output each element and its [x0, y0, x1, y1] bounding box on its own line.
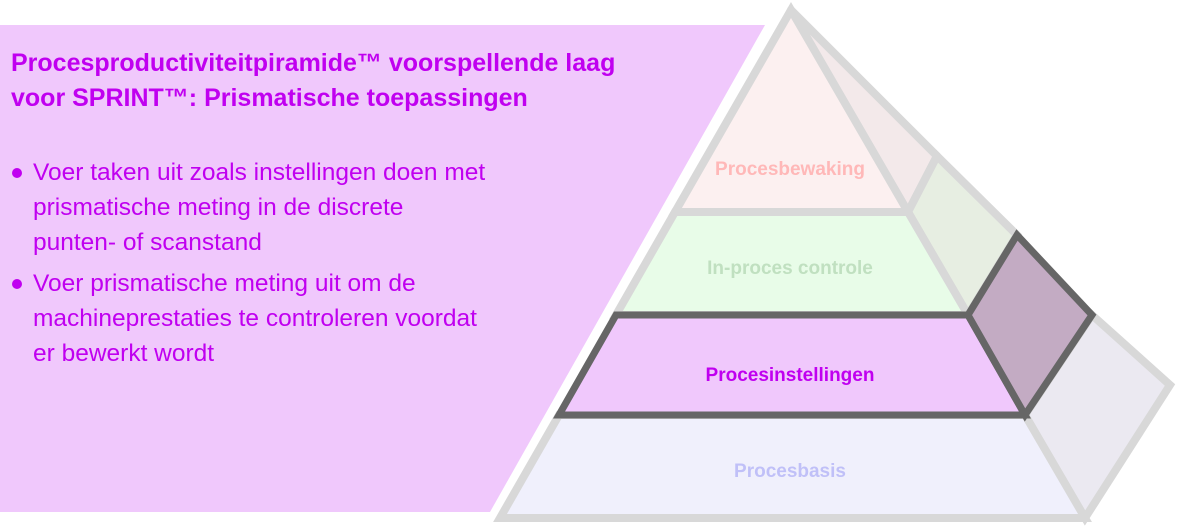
bullet-dot-icon [12, 279, 22, 289]
bullet-line: Voer prismatische meting uit om de [33, 270, 416, 297]
bullet-line: machineprestaties te controleren voordat [33, 305, 477, 332]
bullet-line: er bewerkt wordt [33, 340, 215, 367]
slide-title: Procesproductiviteitpiramide™ voorspelle… [11, 46, 615, 116]
bullet-list: Voer taken uit zoals instellingen doen m… [11, 155, 485, 377]
bullet-line: Voer taken uit zoals instellingen doen m… [33, 159, 486, 186]
layer-label-procesinstellingen: Procesinstellingen [706, 365, 875, 386]
bullet-line: punten- of scanstand [33, 229, 262, 256]
title-line-1: Procesproductiviteitpiramide™ voorspelle… [11, 49, 616, 77]
layer-label-in-proces-controle: In-proces controle [707, 258, 873, 279]
bullet-line: prismatische meting in de discrete [33, 194, 404, 221]
bullet-dot-icon [12, 168, 22, 178]
bullet-item: Voer taken uit zoals instellingen doen m… [11, 155, 485, 260]
layer-label-procesbasis: Procesbasis [734, 461, 846, 482]
text-panel-background [0, 25, 765, 512]
bullet-item: Voer prismatische meting uit om de machi… [11, 266, 485, 371]
side-face-highlighted [963, 229, 1097, 422]
title-line-2: voor SPRINT™: Prismatische toepassingen [11, 84, 528, 112]
layer-label-procesbewaking: Procesbewaking [715, 159, 865, 180]
